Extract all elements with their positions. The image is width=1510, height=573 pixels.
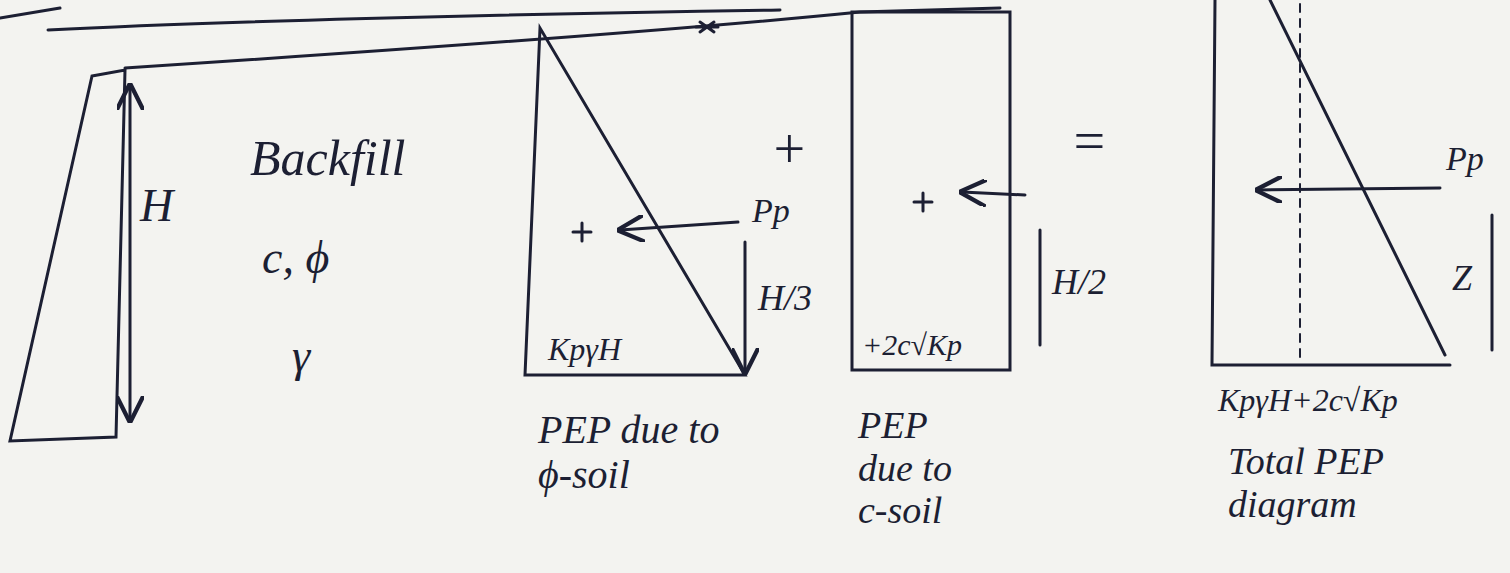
parameter-label: γ bbox=[292, 330, 310, 382]
height-dimension bbox=[129, 86, 132, 420]
total-pressure bbox=[1212, 0, 1450, 365]
operator-sign: + bbox=[770, 118, 808, 181]
pressure-value: KpγH bbox=[548, 332, 621, 368]
force-label: Pp bbox=[752, 192, 790, 230]
force-arrow bbox=[620, 222, 738, 230]
force-label: Pp bbox=[1446, 140, 1484, 178]
lever-dimension bbox=[1491, 215, 1494, 350]
top-stroke bbox=[0, 8, 60, 18]
dimension-label: Z bbox=[1452, 258, 1472, 298]
operator-sign: = bbox=[1070, 110, 1108, 173]
dashed-divider bbox=[1299, 4, 1301, 362]
lever-dimension bbox=[744, 242, 747, 372]
centroid-mark bbox=[573, 223, 591, 241]
top-stroke bbox=[48, 10, 780, 30]
retaining-wall bbox=[10, 70, 125, 441]
pressure-value: +2c√Kp bbox=[862, 328, 962, 362]
material-label: Backfill bbox=[250, 130, 406, 186]
centroid-mark bbox=[914, 193, 932, 211]
ground-line bbox=[125, 8, 1000, 68]
pressure-value: KpγH+2c√Kp bbox=[1218, 383, 1398, 419]
diagram-caption: Total PEP diagram bbox=[1228, 440, 1468, 525]
parameter-label: c, ϕ bbox=[262, 232, 329, 284]
total-pressure bbox=[1270, 0, 1445, 355]
diagram-caption: PEP due to ϕ-soil bbox=[538, 408, 758, 498]
asterisk-mark bbox=[696, 22, 718, 32]
dimension-label: H bbox=[140, 180, 173, 232]
dimension-label: H/3 bbox=[758, 278, 812, 318]
lever-dimension bbox=[1039, 230, 1042, 345]
dimension-label: H/2 bbox=[1052, 262, 1106, 302]
triangular-pressure bbox=[525, 28, 745, 375]
force-arrow bbox=[1258, 188, 1440, 190]
rectangular-pressure bbox=[852, 12, 1010, 370]
force-arrow bbox=[962, 192, 1025, 195]
diagram-caption: PEP due to c-soil bbox=[858, 404, 988, 532]
